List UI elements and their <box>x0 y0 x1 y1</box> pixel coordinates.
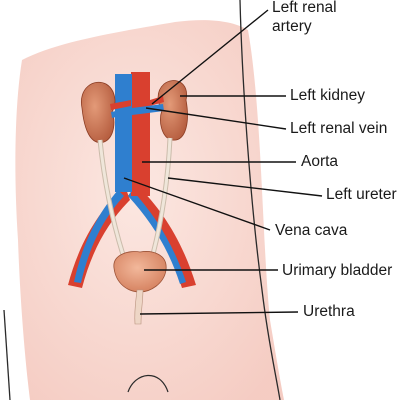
pelvis-outline <box>127 374 169 393</box>
label-left-renal-artery: Left renal artery <box>272 0 337 35</box>
leader-left-ureter <box>167 177 323 197</box>
label-urinary-bladder: Urimary bladder <box>282 262 393 279</box>
label-aorta: Aorta <box>301 153 339 170</box>
left-common-iliac-vein <box>74 190 124 283</box>
aorta <box>131 72 150 196</box>
vena-cava <box>115 74 132 192</box>
body-outline-left <box>3 309 11 400</box>
label-left-renal-vein: Left renal vein <box>290 120 388 137</box>
leader-left-renal-vein <box>145 107 287 130</box>
body-outline-right <box>239 0 281 400</box>
leader-vena-cava <box>123 177 271 231</box>
iliac-vessels <box>68 186 196 288</box>
right-renal-vein <box>111 111 116 118</box>
leader-urethra <box>139 311 299 315</box>
right-renal-artery <box>110 100 131 110</box>
left-renal-vein <box>132 104 164 115</box>
label-left-kidney: Left kidney <box>290 87 365 104</box>
right-common-iliac-vein <box>128 190 186 284</box>
left-ureter <box>150 137 172 259</box>
right-ureter <box>98 139 126 259</box>
label-left-ureter: Left ureter <box>326 186 397 203</box>
leader-lines <box>123 9 323 315</box>
label-urethra: Urethra <box>303 303 355 320</box>
urethra <box>134 289 144 325</box>
label-vena-cava: Vena cava <box>275 222 348 239</box>
leader-left-renal-artery <box>151 9 269 105</box>
